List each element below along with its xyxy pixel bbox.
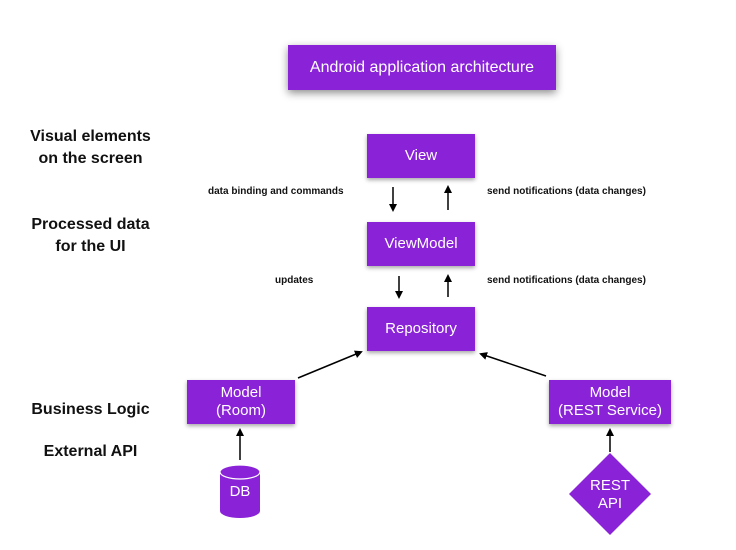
edge-label-notify-view: send notifications (data changes) [487,186,646,197]
edge-label-binding: data binding and commands [208,186,344,197]
view-node: View [367,134,475,178]
model-room-node: Model (Room) [187,380,295,424]
arrow-room-to-repository [297,350,363,379]
edge-label-updates: updates [275,275,314,286]
model-room-subtitle: (Room) [215,402,266,419]
rest-api-label-line2: API [597,495,623,512]
model-rest-node: Model (REST Service) [549,380,671,424]
rest-api-diamond-icon [569,453,651,535]
rest-api-label: REST API [580,477,640,513]
diagram-title: Android application architecture [288,45,556,90]
edge-label-notify-viewmodel: send notifications (data changes) [487,275,646,286]
layer-label-processed: Processed data for the UI [31,216,150,255]
layer-label-external: External API [43,443,138,460]
layer-label-business: Business Logic [31,401,150,418]
model-rest-title: Model [589,384,631,401]
repository-node: Repository [367,307,475,351]
db-label: DB [229,483,251,500]
model-rest-subtitle: (REST Service) [558,402,662,419]
db-cylinder-icon [219,464,261,518]
rest-api-label-line1: REST [589,477,630,494]
model-room-title: Model [220,384,262,401]
layer-label-visual: Visual elements on the screen [30,128,151,167]
viewmodel-node: ViewModel [367,222,475,266]
arrow-rest-to-repository [479,352,547,377]
